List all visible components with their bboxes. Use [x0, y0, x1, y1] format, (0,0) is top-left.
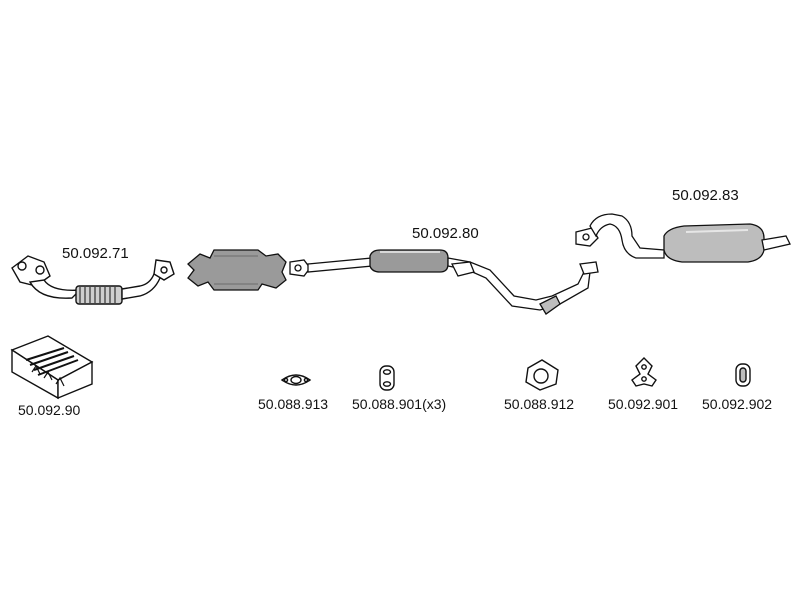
oval-gasket-icon [280, 374, 312, 386]
hanger-bracket-icon [631, 357, 657, 387]
part-code-triangular-gasket: 50.088.912 [504, 396, 575, 412]
rear-silencer-icon [575, 213, 791, 263]
part-code-rubber-hanger: 50.088.901(x3) [352, 396, 447, 412]
part-code-middle-silencer: 50.092.80 [412, 225, 479, 242]
part-code-hanger-a: 50.092.901 [608, 396, 679, 412]
mounting-kit-box-icon [10, 335, 94, 400]
catalytic-converter-icon [187, 249, 287, 291]
middle-silencer-pipe-icon [289, 249, 599, 315]
part-code-mounting-kit: 50.092.90 [18, 402, 81, 418]
part-code-front-pipe: 50.092.71 [62, 245, 129, 262]
part-code-hanger-b: 50.092.902 [702, 396, 773, 412]
part-code-rear-silencer: 50.092.83 [672, 187, 739, 204]
rubber-mount-icon [735, 363, 751, 387]
part-code-oval-gasket: 50.088.913 [258, 396, 329, 412]
rubber-hanger-icon [379, 365, 395, 391]
front-pipe-flexible-icon [11, 255, 175, 305]
triangular-gasket-icon [525, 359, 559, 391]
